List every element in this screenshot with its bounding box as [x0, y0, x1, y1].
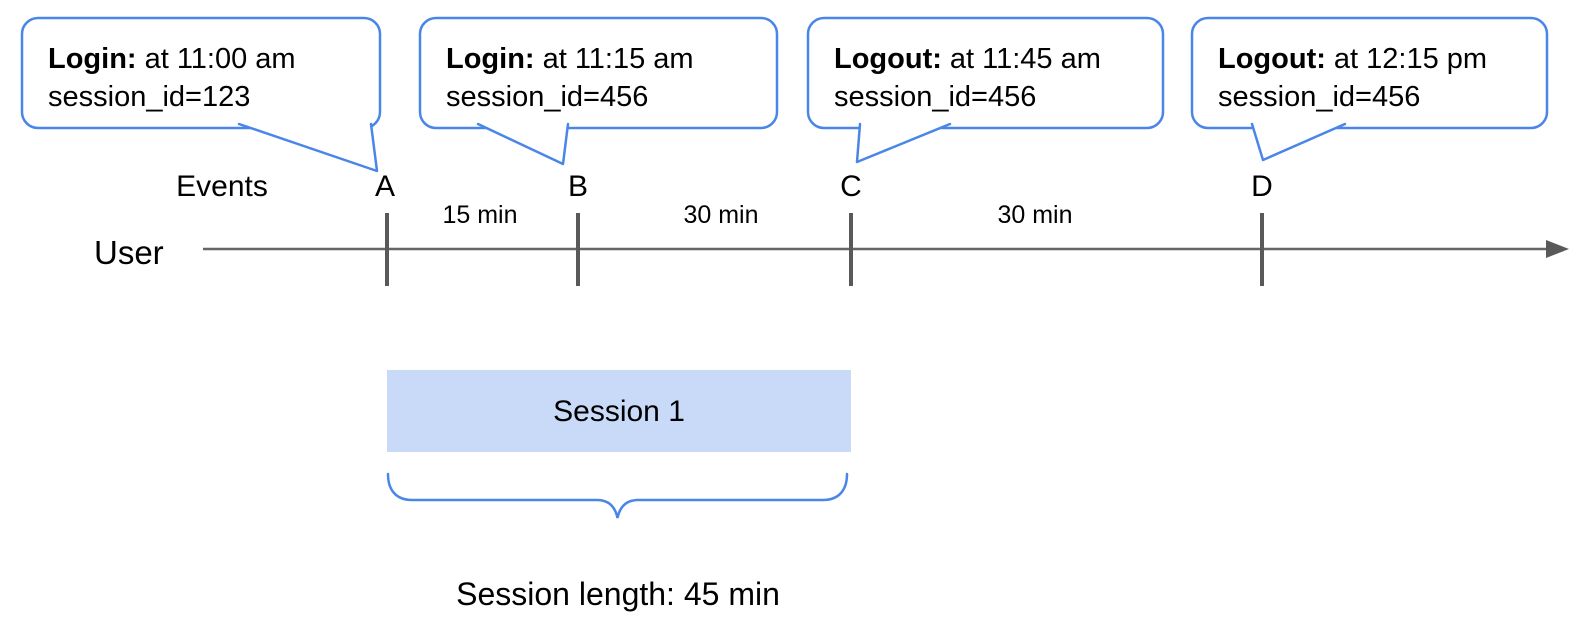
session-id-label: session_id=456: [1218, 81, 1420, 113]
event-time-label: at 11:15 am: [543, 43, 694, 75]
event-type-label: Logout:: [1218, 43, 1326, 75]
callout-login-b: Login:at 11:15 am session_id=456: [418, 16, 779, 166]
callout-bubble: [418, 16, 779, 130]
user-label: User: [94, 234, 164, 271]
callout-bubble: [1190, 16, 1549, 130]
callout-tail-icon: [1250, 122, 1347, 162]
event-type-label: Login:: [446, 43, 535, 75]
event-time-label: at 12:15 pm: [1334, 43, 1487, 75]
session-1-group: Session 1: [387, 370, 851, 452]
event-time-label: at 11:00 am: [145, 43, 296, 75]
callout-title: Logout:at 12:15 pm: [1218, 43, 1487, 75]
callout-title: Logout:at 11:45 am: [834, 43, 1101, 75]
arrowhead-icon: [1546, 240, 1569, 258]
callout-tail-icon: [237, 122, 379, 173]
callout-title: Login:at 11:15 am: [446, 43, 694, 75]
interval-label-b-c: 30 min: [683, 201, 758, 229]
event-time-label: at 11:45 am: [950, 43, 1101, 75]
event-type-label: Logout:: [834, 43, 942, 75]
event-type-label: Login:: [48, 43, 137, 75]
callout-login-a: Login:at 11:00 am session_id=123: [20, 16, 382, 173]
callout-logout-c: Logout:at 11:45 am session_id=456: [806, 16, 1165, 164]
timeline: User: [94, 213, 1569, 286]
callout-tail-icon: [476, 122, 570, 166]
callout-logout-d: Logout:at 12:15 pm session_id=456: [1190, 16, 1549, 162]
session-box: [387, 370, 851, 452]
events-label: Events: [176, 170, 268, 203]
callout-tail-icon: [855, 122, 952, 164]
event-marker-d: D: [1251, 170, 1273, 203]
session-id-label: session_id=123: [48, 81, 250, 113]
session-id-label: session_id=456: [834, 81, 1036, 113]
callout-title: Login:at 11:00 am: [48, 43, 296, 75]
callout-bubble: [806, 16, 1165, 130]
event-marker-b: B: [568, 170, 588, 203]
session-label: Session 1: [553, 395, 685, 428]
interval-label-a-b: 15 min: [442, 201, 517, 229]
session-brace-icon: [386, 472, 849, 519]
callout-bubble: [20, 16, 382, 130]
session-id-label: session_id=456: [446, 81, 648, 113]
session-length-caption: Session length: 45 min: [456, 576, 780, 612]
interval-label-c-d: 30 min: [997, 201, 1072, 229]
event-marker-c: C: [840, 170, 862, 203]
event-marker-a: A: [375, 170, 395, 203]
